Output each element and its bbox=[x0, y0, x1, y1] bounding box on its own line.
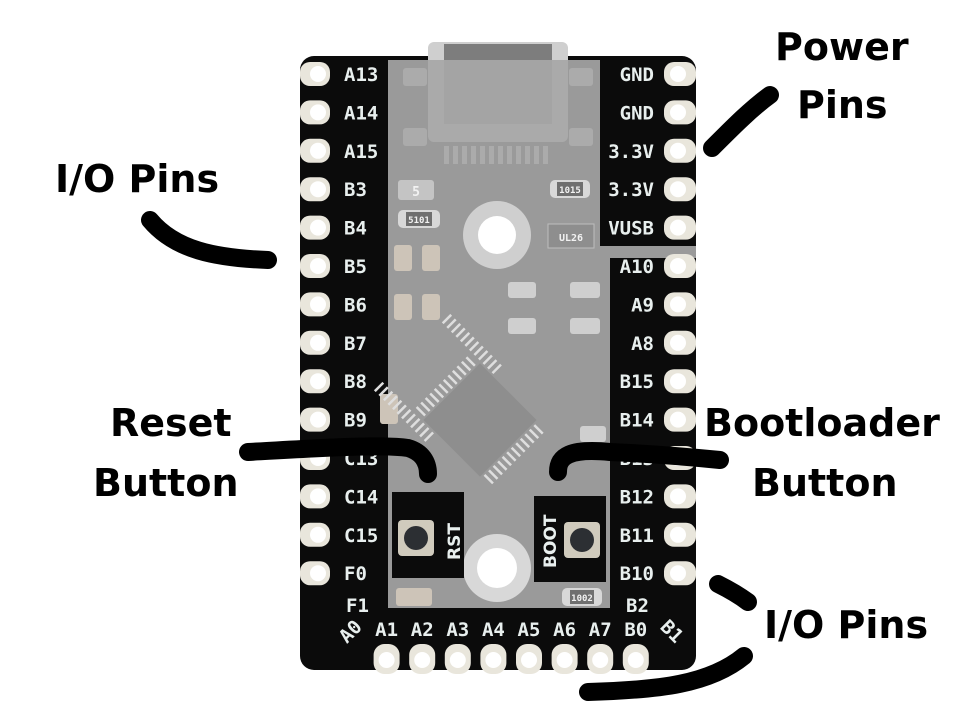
pin-label: A8 bbox=[631, 333, 654, 355]
io-pins-right-pointer-lower bbox=[579, 647, 753, 701]
pin-label: A3 bbox=[446, 619, 469, 641]
left-pin-b7[interactable]: B7 bbox=[300, 330, 367, 355]
pin-label: B3 bbox=[344, 179, 367, 201]
pin-label: B6 bbox=[344, 294, 367, 316]
pin-label: A9 bbox=[631, 294, 654, 316]
left-pin-b4[interactable]: B4 bbox=[300, 215, 367, 240]
rst-silkscreen-label: RST bbox=[445, 523, 465, 560]
pin-label: A14 bbox=[344, 102, 378, 124]
reset-button-label-line2: Button bbox=[93, 461, 239, 505]
regulator-marking: UL26 bbox=[559, 233, 583, 244]
res-1015-marking: 1015 bbox=[559, 186, 581, 196]
bottom-pin-a5[interactable]: A5 bbox=[516, 619, 542, 674]
bottom-pin-a2[interactable]: A2 bbox=[409, 619, 436, 674]
power-pins-label-line1: Power bbox=[775, 25, 909, 69]
power-pins-label-line2: Pins bbox=[797, 83, 888, 127]
res-1002-marking: 1002 bbox=[571, 594, 593, 604]
right-pin-a10[interactable]: A10 bbox=[620, 254, 696, 278]
bottom-pin-a1[interactable]: A1 bbox=[373, 619, 400, 674]
bottom-pin-a3[interactable]: A3 bbox=[444, 619, 471, 674]
boot-silkscreen-label: BOOT bbox=[541, 514, 561, 568]
res-5101-marking: 5101 bbox=[408, 216, 430, 226]
pin-label: B9 bbox=[344, 410, 367, 432]
left-pin-a15[interactable]: A15 bbox=[300, 138, 378, 163]
io-pins-left-label: I/O Pins bbox=[55, 157, 219, 201]
left-pin-f0[interactable]: F0 bbox=[300, 561, 367, 586]
bootloader-button-label-line2: Button bbox=[752, 461, 898, 505]
right-pin-3-3v[interactable]: 3.3V bbox=[608, 138, 696, 163]
left-pin-b5[interactable]: B5 bbox=[300, 254, 367, 278]
right-pin-b15[interactable]: B15 bbox=[620, 369, 696, 394]
right-pin-a9[interactable]: A9 bbox=[631, 292, 696, 317]
pin-label: B12 bbox=[620, 486, 654, 508]
left-pin-a13[interactable]: A13 bbox=[300, 62, 378, 86]
pin-label: B15 bbox=[620, 371, 654, 393]
right-pin-b12[interactable]: B12 bbox=[620, 484, 696, 509]
pin-label: C14 bbox=[344, 486, 378, 508]
reset-button-pointer bbox=[239, 437, 437, 483]
right-pin-b11[interactable]: B11 bbox=[620, 522, 696, 547]
bottom-pin-a6[interactable]: A6 bbox=[551, 619, 578, 674]
pin-label: B0 bbox=[624, 619, 647, 641]
boot-button[interactable]: BOOT bbox=[534, 496, 606, 582]
bootloader-button-pointer bbox=[549, 442, 729, 481]
io-pins-right-label: I/O Pins bbox=[764, 603, 928, 647]
pin-label: VUSB bbox=[608, 218, 654, 240]
pin-label: A15 bbox=[344, 141, 378, 163]
left-pin-b3[interactable]: B3 bbox=[300, 177, 367, 202]
left-pin-b8[interactable]: B8 bbox=[300, 369, 367, 394]
left-pin-a14[interactable]: A14 bbox=[300, 100, 378, 125]
pin-label-f1: F1 bbox=[346, 595, 369, 617]
right-pin-a8[interactable]: A8 bbox=[631, 330, 696, 355]
left-pin-b6[interactable]: B6 bbox=[300, 292, 367, 317]
pin-label: A1 bbox=[375, 619, 398, 641]
pin-label: B7 bbox=[344, 333, 367, 355]
bottom-pin-b0[interactable]: B0 bbox=[622, 619, 649, 674]
pin-label: B14 bbox=[620, 410, 654, 432]
pin-label: B4 bbox=[344, 218, 367, 240]
left-pin-c15[interactable]: C15 bbox=[300, 522, 378, 547]
pin-label: A6 bbox=[553, 619, 576, 641]
pin-label: F0 bbox=[344, 563, 367, 585]
bootloader-button-label-line1: Bootloader bbox=[704, 401, 940, 445]
right-pin-gnd[interactable]: GND bbox=[620, 62, 696, 86]
pin-label: B8 bbox=[344, 371, 367, 393]
component-overlay bbox=[388, 60, 696, 608]
pin-label: A13 bbox=[344, 64, 378, 86]
left-pin-b9[interactable]: B9 bbox=[300, 407, 367, 432]
pin-label: A7 bbox=[589, 619, 612, 641]
left-pin-c14[interactable]: C14 bbox=[300, 484, 378, 509]
io-pins-left-pointer bbox=[141, 211, 277, 269]
pin-label: A2 bbox=[411, 619, 434, 641]
power-pins-pointer bbox=[703, 86, 779, 157]
right-pin-vusb[interactable]: VUSB bbox=[608, 215, 696, 240]
smd-components: 5 5101 1015 UL26 1002 bbox=[380, 180, 606, 606]
pin-label: GND bbox=[620, 102, 654, 124]
right-pin-b10[interactable]: B10 bbox=[620, 561, 696, 586]
pin-label: B5 bbox=[344, 256, 367, 278]
bottom-pin-a4[interactable]: A4 bbox=[480, 619, 507, 674]
reset-button-label-line1: Reset bbox=[110, 401, 232, 445]
right-pin-gnd[interactable]: GND bbox=[620, 100, 696, 125]
pin-label: B10 bbox=[620, 563, 654, 585]
pin-label: A10 bbox=[620, 256, 654, 278]
bottom-pin-a7[interactable]: A7 bbox=[587, 619, 614, 674]
cap-5-marking: 5 bbox=[412, 185, 420, 200]
pin-label: A5 bbox=[518, 619, 541, 641]
io-pins-right-pointer-upper bbox=[709, 575, 757, 611]
pin-label: 3.3V bbox=[608, 179, 654, 201]
pin-label: 3.3V bbox=[608, 141, 654, 163]
mcu-chip bbox=[373, 313, 544, 485]
pin-label: B11 bbox=[620, 525, 654, 547]
pin-label: A4 bbox=[482, 619, 505, 641]
pin-label: C15 bbox=[344, 525, 378, 547]
pin-label-b2: B2 bbox=[626, 595, 649, 617]
pin-label: GND bbox=[620, 64, 654, 86]
right-pin-3-3v[interactable]: 3.3V bbox=[608, 177, 696, 202]
reset-button[interactable]: RST bbox=[392, 492, 465, 578]
right-pin-b14[interactable]: B14 bbox=[620, 407, 696, 432]
